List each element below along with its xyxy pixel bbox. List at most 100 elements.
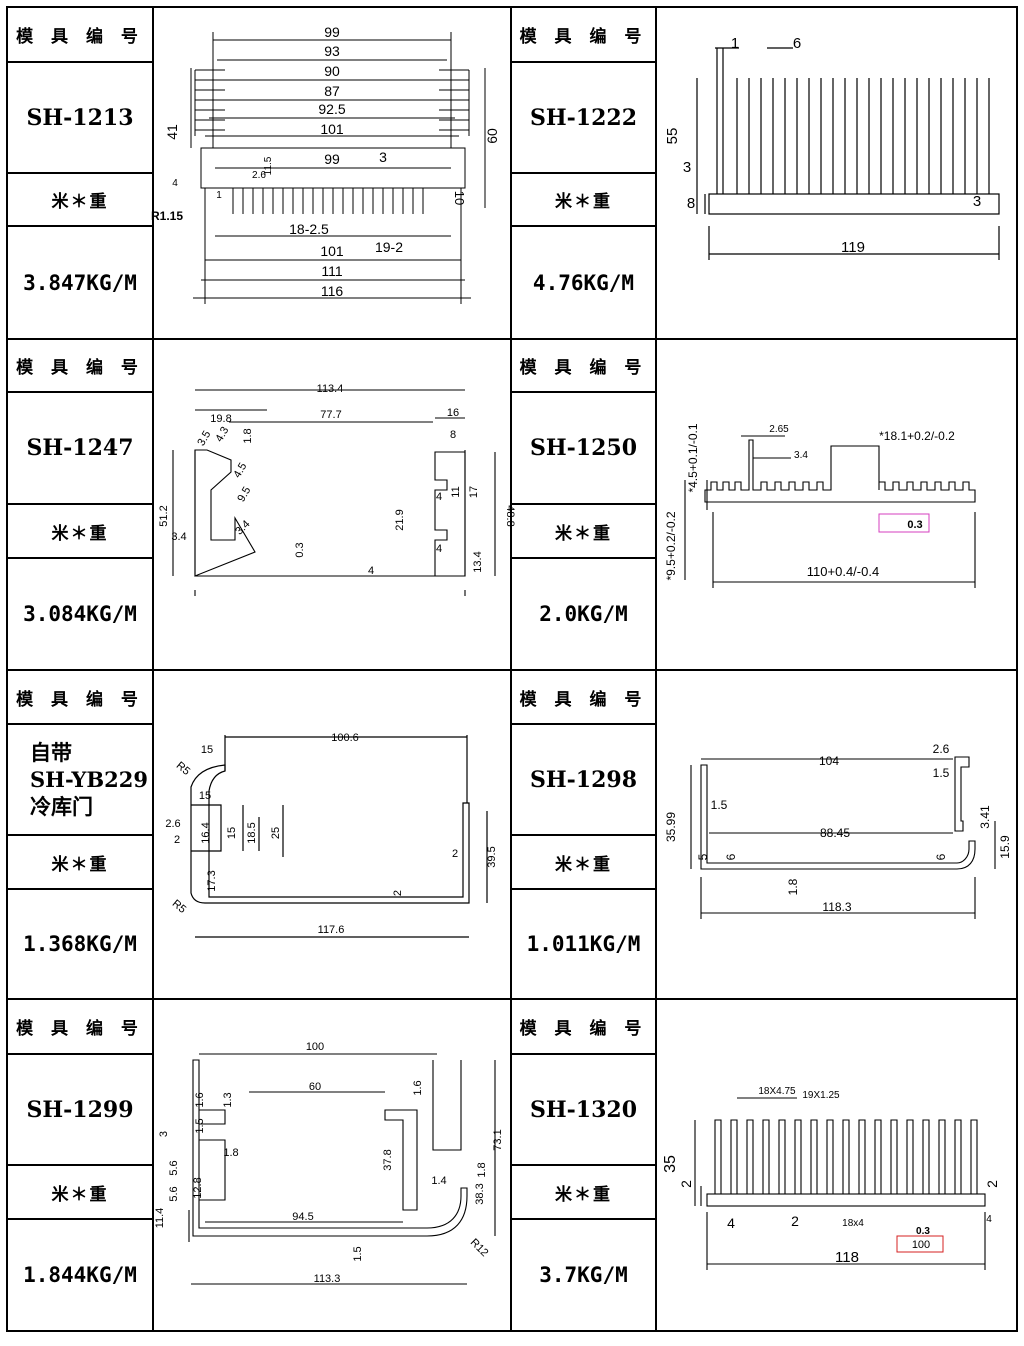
- profile-drawing-sh-1250: *4.5+0.1/-0.1 2.65 *18.1+0.2/-0.2 3.4 0.…: [664, 423, 976, 588]
- dimension-label: 101: [320, 243, 344, 259]
- dimension-label: 1.6: [194, 1092, 206, 1107]
- dimension-label: 87: [324, 83, 340, 99]
- dimension-label: 99: [324, 24, 340, 40]
- dimension-label: 13.4: [472, 551, 484, 572]
- row-divider: [6, 669, 1018, 671]
- product-code: SH-1213: [26, 104, 134, 131]
- dimension-label: 3.4: [233, 518, 252, 537]
- dimension-label: R5: [174, 760, 192, 778]
- dimension-label: 4: [368, 565, 374, 577]
- product-code: 自带 SH-YB229 冷库门: [30, 740, 148, 819]
- dimension-label: 116: [321, 283, 344, 299]
- weight-per-meter-label: 米＊重: [555, 1184, 612, 1205]
- dimension-label: 113.4: [317, 383, 344, 395]
- dimension-label: 2: [984, 1180, 1000, 1188]
- dimension-label: 16.4: [200, 822, 212, 843]
- dimension-label: 3: [158, 1131, 170, 1137]
- dimension-label: 100: [912, 1239, 930, 1251]
- dimension-label: 6: [724, 853, 738, 860]
- mold-number-header: 模 具 编 号: [519, 689, 648, 710]
- dimension-label: R5: [170, 898, 188, 916]
- profile-drawing-sh-yb229: 15 100.6 R5 15 2.6 16.4 15 18.5 25 2 2 3…: [165, 732, 498, 938]
- weight-per-meter-label: 米＊重: [555, 854, 612, 875]
- dimension-label: 55: [664, 128, 681, 145]
- dimension-label: 118: [835, 1249, 859, 1266]
- row-divider: [6, 338, 1018, 340]
- dimension-label: 1: [731, 35, 739, 52]
- dimension-label: *18.1+0.2/-0.2: [879, 429, 955, 443]
- dimension-label: 3: [973, 193, 981, 210]
- dimension-label: 6: [934, 853, 948, 860]
- weight-per-meter-label: 米＊重: [51, 192, 109, 212]
- dimension-label: 3: [379, 149, 387, 165]
- dimension-label: 1.8: [786, 878, 800, 895]
- dimension-label: *4.5+0.1/-0.1: [686, 423, 700, 492]
- dimension-label: 37.8: [382, 1149, 394, 1170]
- dimension-label: 2: [678, 1180, 694, 1188]
- dimension-label: 18.5: [246, 822, 258, 843]
- dimension-label: R1.15: [151, 209, 183, 223]
- dimension-label: 99: [324, 151, 340, 167]
- product-weight: 1.368KG/M: [23, 932, 137, 956]
- dimension-label: R12: [468, 1236, 491, 1259]
- dimension-label: 88.45: [820, 826, 850, 840]
- dimension-label: 25: [270, 827, 282, 839]
- dimension-label: 51.2: [158, 505, 170, 526]
- dimension-label: 2: [392, 890, 404, 896]
- dimension-label: 4.5: [231, 461, 249, 480]
- product-weight: 1.844KG/M: [23, 1263, 137, 1287]
- dimension-label: 1.4: [431, 1175, 446, 1187]
- dimension-label: 41: [164, 124, 180, 140]
- dimension-label: 2.6: [933, 742, 950, 756]
- dimension-label: 2.6: [165, 818, 180, 830]
- product-code: SH-1320: [529, 1096, 638, 1123]
- product-code: SH-1250: [529, 435, 638, 461]
- dimension-label: 15.9: [998, 835, 1012, 859]
- weight-per-meter-label: 米＊重: [51, 523, 109, 544]
- product-code: SH-1222: [529, 104, 638, 131]
- mold-number-header: 模 具 编 号: [16, 27, 144, 47]
- dimension-label: 12.8: [192, 1177, 204, 1198]
- mold-number-header: 模 具 编 号: [16, 689, 144, 710]
- dimension-label: 1: [216, 190, 222, 201]
- product-weight: 3.084KG/M: [23, 602, 137, 626]
- dimension-label: 48.8: [504, 505, 516, 526]
- product-weight: 1.011KG/M: [526, 932, 641, 956]
- dimension-label: 1.5: [711, 798, 728, 812]
- dimension-label: 0.3: [916, 1226, 930, 1237]
- dimension-label: 117.6: [318, 924, 345, 936]
- dimension-label: 3.41: [978, 805, 992, 829]
- row-divider: [6, 998, 1018, 1000]
- profile-drawing-sh-1298: 2.6 104 1.5 1.5 35.99 88.45 3.41 15.9 5 …: [664, 742, 1012, 919]
- dimension-label: 19-2: [375, 239, 403, 255]
- dimension-label: 2: [174, 834, 180, 846]
- dimension-label: 1.5: [352, 1246, 364, 1261]
- dimension-label: 60: [309, 1081, 321, 1093]
- dimension-label: 11.5: [263, 156, 274, 175]
- dimension-label: 1.8: [223, 1147, 238, 1159]
- dimension-label: 93: [324, 43, 340, 59]
- dimension-label: 8: [450, 429, 456, 441]
- weight-per-meter-label: 米＊重: [51, 854, 109, 875]
- dimension-label: 3: [683, 159, 691, 176]
- profile-drawing-sh-1247: 113.4 19.8 77.7 16 3.5 4.3 1.8 8 4.5 9.5…: [158, 383, 516, 596]
- dimension-label: 73.1: [492, 1129, 504, 1150]
- profile-drawing-sh-1213: 99 93 90 87 92.5 101 41 60 99 3 2.6 11.5…: [151, 24, 500, 304]
- dimension-label: 5.6: [168, 1186, 180, 1201]
- weight-per-meter-label: 米＊重: [51, 1184, 109, 1205]
- dimension-label: 15: [201, 744, 213, 756]
- dimension-label: 2.6: [252, 170, 266, 181]
- dimension-label: 9.5: [235, 485, 253, 504]
- dimension-label: 100: [306, 1041, 324, 1053]
- dimension-label: 4: [436, 543, 442, 555]
- dimension-label: 104: [819, 754, 839, 768]
- dimension-label: 1.8: [476, 1162, 488, 1177]
- dimension-label: 10: [452, 191, 467, 205]
- dimension-label: 5.6: [168, 1160, 180, 1175]
- dimension-label: 110+0.4/-0.4: [807, 564, 879, 579]
- dimension-label: 111: [321, 263, 342, 279]
- dimension-label: 90: [324, 63, 340, 79]
- dimension-label: 8: [687, 195, 695, 212]
- dimension-label: 2: [791, 1213, 799, 1229]
- mold-number-header: 模 具 编 号: [16, 1019, 144, 1039]
